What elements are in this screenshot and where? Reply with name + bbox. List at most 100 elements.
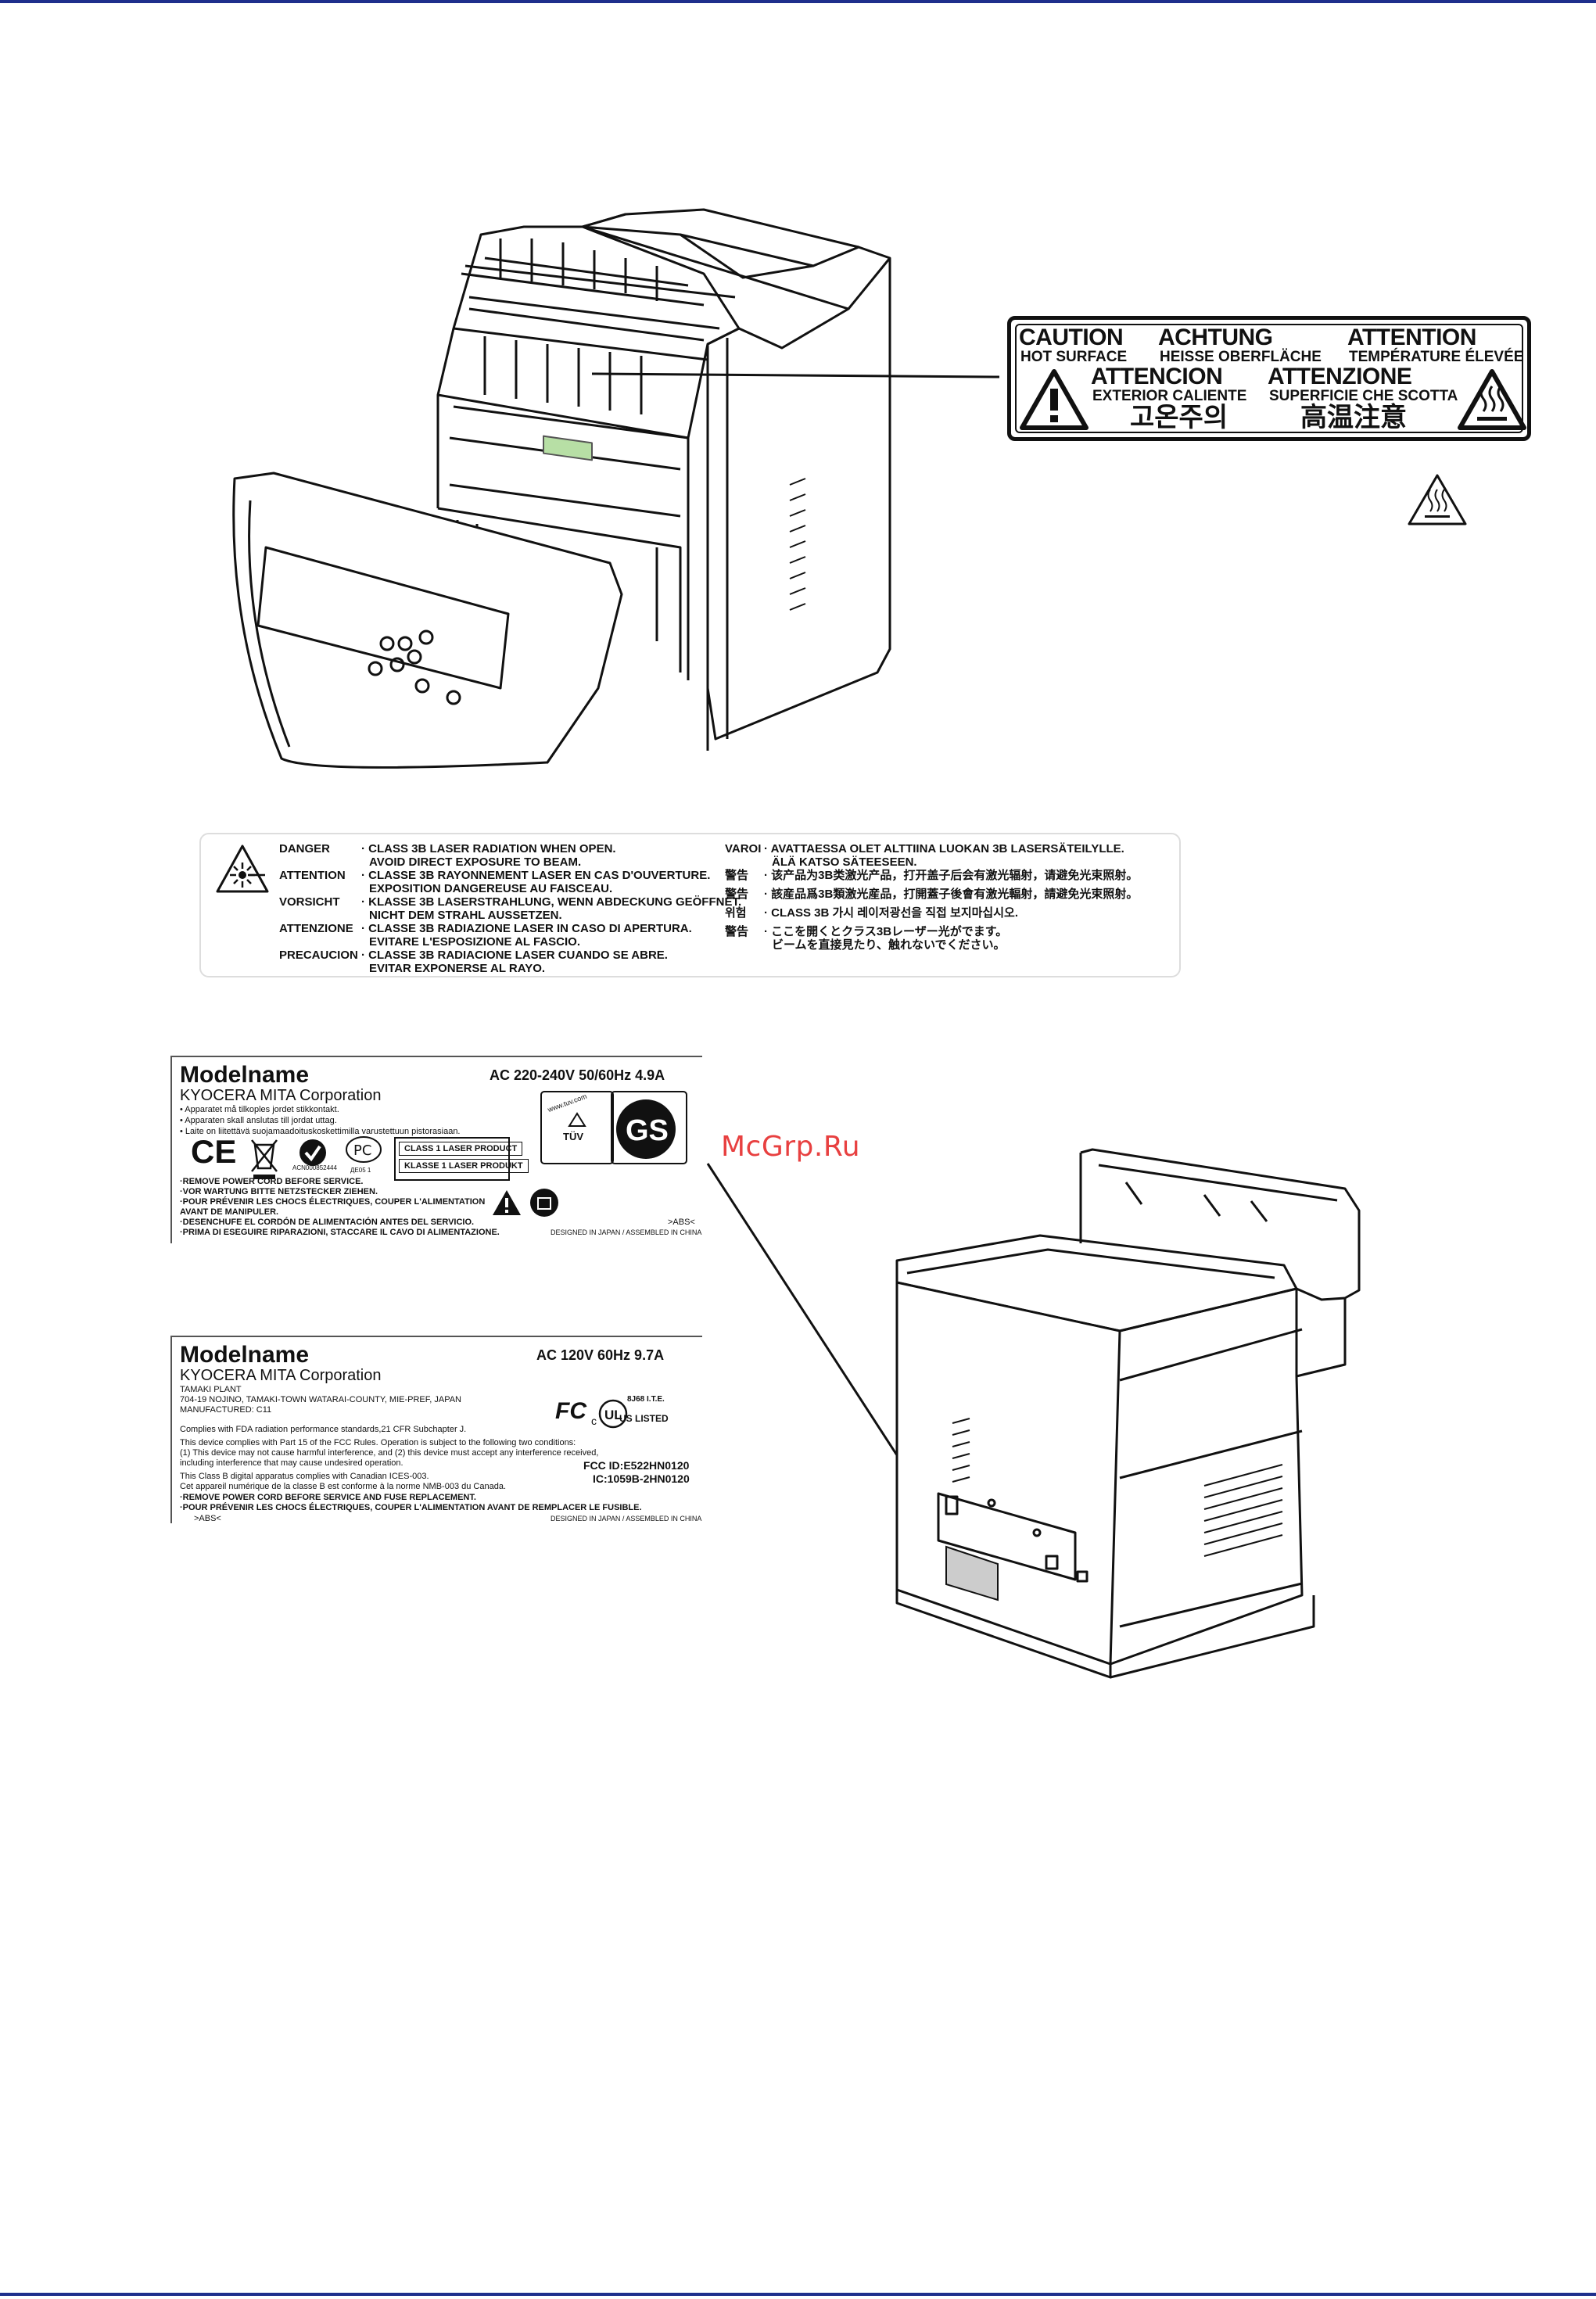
laser-warning-text: · AVATTAESSA OLET ALTTIINA LUOKAN 3B LAS…: [764, 842, 1124, 855]
laser-warning-text: · 該産品爲3B類激光産品，打開蓋子後會有激光輻射，請避免光束照射。: [764, 888, 1139, 901]
fcc-id: FCC ID:E522HN0120: [583, 1459, 690, 1472]
laser-class-1-text-de: KLASSE 1 LASER PRODUKT: [399, 1159, 529, 1174]
rating-plate-eu: Modelname AC 220-240V 50/60Hz 4.9A KYOCE…: [170, 1056, 702, 1243]
laser-warning-text: · CLASSE 3B RADIAZIONE LASER IN CASO DI …: [361, 922, 692, 935]
laser-warning-text: EVITAR EXPONERSE AL RAYO.: [369, 962, 546, 975]
ul-code: 8J68 I.T.E.: [627, 1395, 665, 1404]
laser-class-box: CLASS 1 LASER PRODUCT KLASSE 1 LASER PRO…: [394, 1137, 529, 1181]
fcc-mark: FC: [555, 1398, 586, 1424]
plant-address: TAMAKI PLANT: [180, 1385, 242, 1394]
tuv-mark-icon: TÜV www.tuv.com: [540, 1091, 614, 1164]
plate-top-border: [170, 1056, 702, 1057]
service-warning: ·DESENCHUFE EL CORDÓN DE ALIMENTACIÓN AN…: [180, 1218, 475, 1227]
corporation-name: KYOCERA MITA Corporation: [180, 1367, 382, 1384]
laser-warning-text: EXPOSITION DANGEREUSE AU FAISCEAU.: [369, 882, 613, 895]
c-tick-icon: [299, 1139, 326, 1166]
laser-warning-label: DANGER · CLASS 3B LASER RADIATION WHEN OP…: [199, 833, 1181, 977]
laser-warning-text: · 该产品为3B类激光产品，打开盖子后会有激光辐射，请避免光束照射。: [764, 869, 1139, 882]
model-name: Modelname: [180, 1342, 310, 1368]
laser-warning-term: VAROI: [725, 842, 762, 855]
temperature-text: TEMPÉRATURE ÉLEVÉE: [1349, 349, 1524, 365]
plate-note: • Apparatet må tilkoples jordet stikkont…: [180, 1105, 339, 1114]
service-warning: ·POUR PRÉVENIR LES CHOCS ÉLECTRIQUES, CO…: [180, 1503, 642, 1512]
top-rule: [0, 0, 1596, 3]
achtung-heading: ACHTUNG: [1158, 325, 1273, 350]
acn-number: ACN000852444: [292, 1164, 337, 1171]
origin-text: DESIGNED IN JAPAN / ASSEMBLED IN CHINA: [551, 1515, 702, 1523]
us-listed-text: US LISTED: [619, 1413, 669, 1424]
service-warning: ·REMOVE POWER CORD BEFORE SERVICE AND FU…: [180, 1493, 476, 1502]
caution-triangle-icon: [493, 1190, 521, 1215]
canada-statement: This Class B digital apparatus complies …: [180, 1472, 429, 1481]
laser-warning-text: EVITARE L'ESPOSIZIONE AL FASCIO.: [369, 935, 580, 949]
service-warning: AVANT DE MANIPULER.: [180, 1207, 279, 1217]
laser-warning-term: DANGER: [279, 842, 331, 855]
heisse-text: HEISSE OBERFLÄCHE: [1160, 349, 1322, 365]
ic-id: IC:1059B-2HN0120: [593, 1472, 690, 1485]
attention-heading: ATTENTION: [1347, 325, 1476, 350]
svg-text:c: c: [591, 1415, 597, 1427]
laser-class-1-text: CLASS 1 LASER PRODUCT: [399, 1142, 523, 1157]
caution-heading: CAUTION: [1019, 325, 1124, 350]
exterior-text: EXTERIOR CALIENTE: [1092, 388, 1247, 404]
consult-manual-icon: [530, 1189, 558, 1217]
hot-surface-text: HOT SURFACE: [1020, 349, 1128, 365]
laser-warning-term: 警告: [725, 888, 749, 901]
hot-surface-icon: [1458, 369, 1526, 430]
fcc-statement: This device complies with Part 15 of the…: [180, 1438, 576, 1447]
korean-text: 고온주의: [1130, 402, 1228, 433]
corporation-name: KYOCERA MITA Corporation: [180, 1087, 382, 1104]
model-name: Modelname: [180, 1062, 310, 1088]
caution-label-inner-border: [1015, 324, 1523, 433]
laser-warning-text: · CLASS 3B LASER RADIATION WHEN OPEN.: [361, 842, 616, 855]
plate-note: • Apparaten skall anslutas till jordat u…: [180, 1116, 337, 1125]
laser-warning-term: VORSICHT: [279, 895, 340, 909]
svg-text:PC: PC: [353, 1142, 371, 1159]
laser-warning-term: 警告: [725, 869, 749, 882]
laser-warning-text: NICHT DEM STRAHL AUSSETZEN.: [369, 909, 562, 922]
ce-mark: CE: [191, 1133, 237, 1170]
laser-warning-term: 警告: [725, 925, 749, 938]
power-rating: AC 220-240V 50/60Hz 4.9A: [490, 1067, 665, 1083]
plate-top-border: [170, 1336, 702, 1337]
laser-warning-text: AVOID DIRECT EXPOSURE TO BEAM.: [369, 855, 582, 869]
svg-text:GS: GS: [626, 1114, 669, 1147]
laser-warning-text: · CLASSE 3B RAYONNEMENT LASER EN CAS D'O…: [361, 869, 711, 882]
chinese-text: 高温注意: [1300, 402, 1407, 433]
watermark-text: McGrp.Ru: [721, 1131, 861, 1163]
fda-statement: Complies with FDA radiation performance …: [180, 1425, 467, 1434]
pct-mark-icon: PC: [346, 1136, 382, 1163]
plate-left-border: [170, 1336, 172, 1523]
origin-text: DESIGNED IN JAPAN / ASSEMBLED IN CHINA: [551, 1228, 702, 1236]
laser-warning-text: ÄLÄ KATSO SÄTEESEEN.: [772, 855, 917, 869]
svg-text:UL: UL: [604, 1408, 622, 1422]
laser-warning-icon: [216, 845, 269, 893]
laser-warning-term: PRECAUCION: [279, 949, 358, 962]
canada-statement: Cet appareil numérique de la classe B es…: [180, 1482, 507, 1491]
abs-mark: >ABS<: [194, 1514, 221, 1523]
hot-surface-caution-label: CAUTION HOT SURFACE ACHTUNG HEISSE OBERF…: [1007, 316, 1531, 441]
printer-rear-illustration: [706, 1148, 1361, 1679]
service-warning: ·POUR PRÉVENIR LES CHOCS ÉLECTRIQUES, CO…: [180, 1197, 486, 1207]
service-warning: ·PRIMA DI ESEGUIRE RIPARAZIONI, STACCARE…: [180, 1228, 500, 1237]
hot-surface-symbol-icon: [1408, 474, 1467, 525]
laser-warning-term: 위험: [725, 906, 747, 920]
weee-bin-icon: [251, 1139, 278, 1179]
plate-left-border: [170, 1056, 172, 1243]
atencion-heading: ATTENCION: [1091, 364, 1223, 389]
laser-warning-text: · KLASSE 3B LASERSTRAHLUNG, WENN ABDECKU…: [361, 895, 742, 909]
superficie-text: SUPERFICIE CHE SCOTTA: [1269, 388, 1458, 404]
laser-warning-text: · CLASS 3B 가시 레이저광선을 직접 보지마십시오.: [764, 906, 1018, 920]
service-warning: ·REMOVE POWER CORD BEFORE SERVICE.: [180, 1177, 364, 1186]
fcc-statement: (1) This device may not cause harmful in…: [180, 1448, 599, 1458]
bottom-rule: [0, 2293, 1596, 2296]
power-rating: AC 120V 60Hz 9.7A: [536, 1347, 665, 1363]
warning-triangle-icon: [1020, 369, 1089, 430]
plate-note: • Laite on liitettävä suojamaadoituskosk…: [180, 1127, 461, 1136]
laser-warning-text: · CLASSE 3B RADIACIONE LASER CUANDO SE A…: [361, 949, 668, 962]
printer-open-illustration: [232, 208, 1000, 769]
plant-address: 704-19 NOJINO, TAMAKI-TOWN WATARAI-COUNT…: [180, 1395, 461, 1404]
abs-mark: >ABS<: [668, 1218, 695, 1227]
fcc-statement: including interference that may cause un…: [180, 1458, 403, 1468]
manufactured-date: MANUFACTURED: C11: [180, 1405, 272, 1415]
